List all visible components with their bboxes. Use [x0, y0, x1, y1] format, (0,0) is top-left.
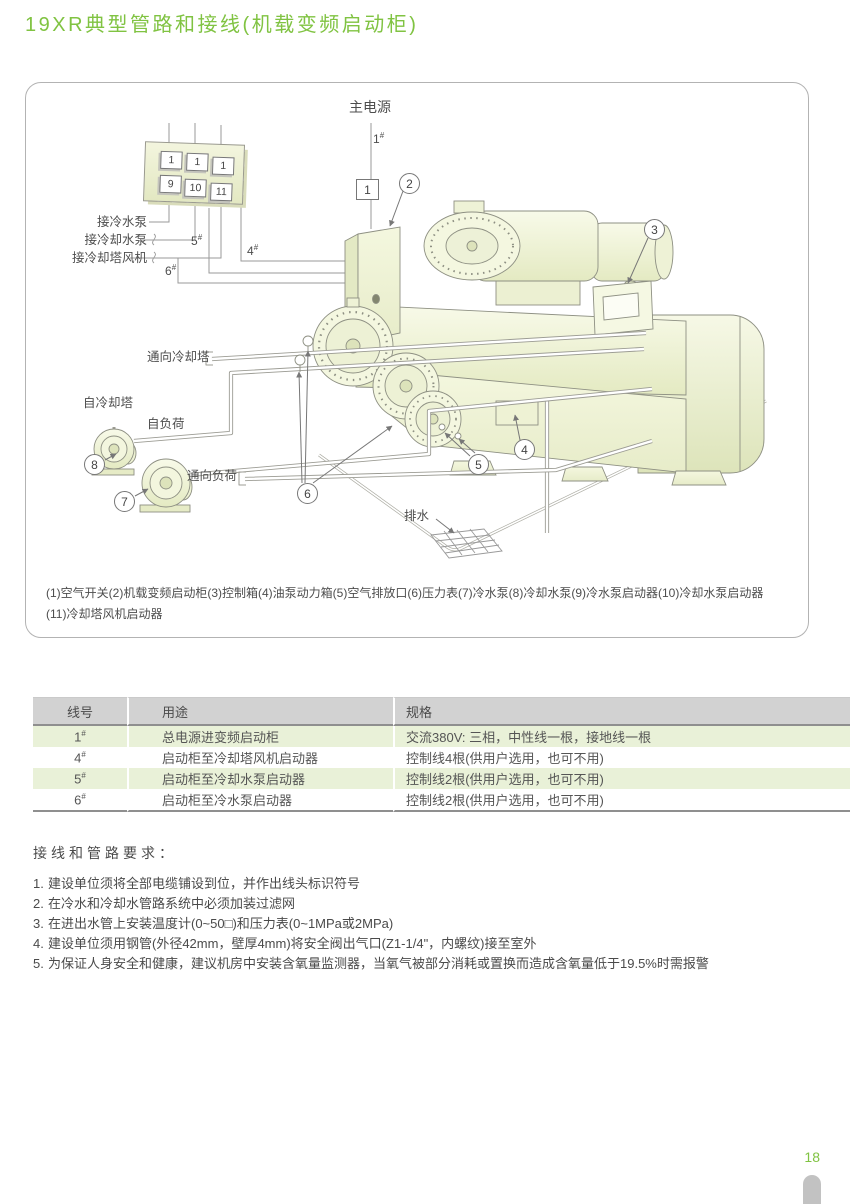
relay-key: 9 [159, 174, 182, 194]
requirement-text: 在冷水和冷却水管路系统中必须加装过滤网 [48, 896, 296, 911]
cell-line-no: 5# [33, 768, 127, 789]
col-header-spec: 规格 [393, 697, 850, 726]
floor-line [318, 399, 767, 552]
starter-relay-panel: 1 1 1 9 10 11 [142, 141, 246, 205]
page-title: 19XR典型管路和接线(机载变频启动柜) [25, 14, 419, 36]
label-from-load: 自负荷 [147, 417, 185, 431]
col-header-line-no: 线号 [33, 697, 127, 726]
requirement-item: 5. 为保证人身安全和健康，建议机房中安装含氧量监测器，当氧气被部分消耗或置换而… [33, 954, 823, 974]
callout-8: 8 [84, 454, 105, 475]
chiller-illustration [91, 123, 767, 559]
requirement-text: 建设单位须用钢管(外径42mm，壁厚4mm)将安全阀出气口(Z1-1/4"，内螺… [48, 936, 537, 951]
col-header-purpose: 用途 [127, 697, 393, 726]
requirement-number: 3. [33, 916, 44, 931]
table-row: 1# 总电源进变频启动柜 交流380V: 三相，中性线一根，接地线一根 [33, 726, 850, 747]
callout-4: 4 [514, 439, 535, 460]
requirement-text: 为保证人身安全和健康，建议机房中安装含氧量监测器，当氧气被部分消耗或置换而造成含… [48, 956, 709, 971]
cell-spec: 控制线2根(供用户选用，也可不用) [393, 768, 850, 789]
requirement-number: 2. [33, 896, 44, 911]
requirement-item: 4. 建设单位须用钢管(外径42mm，壁厚4mm)将安全阀出气口(Z1-1/4"… [33, 934, 823, 954]
pumps [91, 428, 193, 513]
label-wire-4: 4# [247, 243, 259, 258]
cell-line-no: 4# [74, 749, 86, 766]
piping-wiring-diagram: 1 1 1 9 10 11 1 主电源 1# 接冷水泵 接冷却水泵 接冷却塔风机… [25, 82, 809, 638]
callout-6: 6 [297, 483, 318, 504]
label-connect-chilled-pump: 接冷水泵 [96, 215, 147, 229]
relay-key: 1 [211, 156, 235, 176]
cell-spec: 控制线2根(供用户选用，也可不用) [393, 789, 850, 812]
cell-purpose: 启动柜至冷却塔风机启动器 [127, 747, 393, 768]
label-wire-5: 5# [191, 233, 203, 248]
callout-5: 5 [468, 454, 489, 475]
page-number: 18 [804, 1149, 820, 1165]
diagram-caption-line2: (11)冷却塔风机启动器 [46, 607, 163, 621]
table-row: 4# 启动柜至冷却塔风机启动器 控制线4根(供用户选用，也可不用) [33, 747, 850, 768]
label-from-cooling-tower: 自冷却塔 [83, 396, 134, 410]
label-drain: 排水 [404, 509, 430, 523]
cell-purpose: 启动柜至冷却水泵启动器 [127, 768, 393, 789]
air-switch-box: 1 [356, 179, 379, 200]
cell-line-no: 6# [33, 789, 127, 812]
table-row: 5# 启动柜至冷却水泵启动器 控制线2根(供用户选用，也可不用) [33, 768, 850, 789]
requirement-text: 在进出水管上安装温度计(0~50□)和压力表(0~1MPa或2MPa) [48, 916, 394, 931]
relay-key: 11 [210, 182, 233, 202]
wiring-lines [130, 123, 372, 284]
requirement-number: 4. [33, 936, 44, 951]
callout-2: 2 [399, 173, 420, 194]
cooling-water-pump [91, 428, 137, 476]
diagram-caption-line1: (1)空气开关(2)机载变频启动柜(3)控制箱(4)油泵动力箱(5)空气排放口(… [46, 586, 764, 600]
callout-arrows [104, 190, 649, 534]
relay-key: 1 [186, 152, 209, 172]
water-pipes [112, 330, 653, 533]
requirement-item: 1. 建设单位须将全部电缆铺设到位，并作出线头标识符号 [33, 874, 823, 894]
cell-purpose: 总电源进变频启动柜 [127, 726, 393, 747]
cell-spec: 控制线4根(供用户选用，也可不用) [393, 747, 850, 768]
label-main-power: 主电源 [349, 99, 391, 115]
label-wire-6: 6# [165, 263, 177, 278]
cell-spec: 交流380V: 三相，中性线一根，接地线一根 [393, 726, 850, 747]
cell-purpose: 启动柜至冷水泵启动器 [127, 789, 393, 812]
callout-7: 7 [114, 491, 135, 512]
label-wire-1: 1# [373, 131, 385, 146]
requirement-number: 1. [33, 876, 44, 891]
relay-key: 1 [160, 150, 183, 170]
requirement-item: 2. 在冷水和冷却水管路系统中必须加装过滤网 [33, 894, 823, 914]
corner-tab [803, 1175, 821, 1204]
requirements-heading: 接线和管路要求： [33, 845, 177, 861]
cell-line-no: 1# [33, 726, 127, 747]
table-header-row: 线号 用途 规格 [33, 697, 850, 726]
callout-3: 3 [644, 219, 665, 240]
chilled-water-pump [139, 458, 193, 513]
label-connect-tower-fan: 接冷却塔风机 [71, 251, 147, 265]
requirement-number: 5. [33, 956, 44, 971]
relay-key: 10 [184, 178, 207, 198]
chiller-machine [312, 200, 765, 486]
label-to-cooling-tower: 通向冷却塔 [147, 350, 210, 364]
drain-grate [430, 528, 503, 559]
requirement-item: 3. 在进出水管上安装温度计(0~50□)和压力表(0~1MPa或2MPa) [33, 914, 823, 934]
requirements-section: 接线和管路要求： 1. 建设单位须将全部电缆铺设到位，并作出线头标识符号 2. … [33, 843, 823, 974]
table-row: 6# 启动柜至冷水泵启动器 控制线2根(供用户选用，也可不用) [33, 789, 850, 812]
label-to-load: 通向负荷 [187, 469, 238, 483]
pressure-gauges [294, 335, 314, 372]
requirement-text: 建设单位须将全部电缆铺设到位，并作出线头标识符号 [48, 876, 361, 891]
label-connect-cooling-pump: 接冷却水泵 [84, 233, 147, 247]
wiring-spec-table: 线号 用途 规格 1# 总电源进变频启动柜 交流380V: 三相，中性线一根，接… [33, 697, 850, 812]
